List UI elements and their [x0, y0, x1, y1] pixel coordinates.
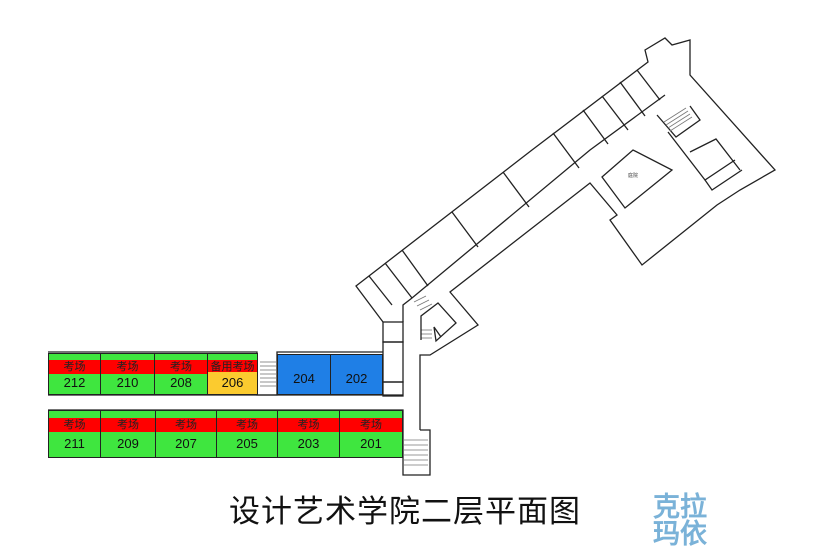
room-number: 209 — [117, 436, 139, 451]
room-number: 208 — [170, 375, 192, 390]
room-number: 205 — [236, 436, 258, 451]
room-202: 202 — [330, 354, 383, 395]
room-207: 考场 207 — [155, 410, 217, 458]
room-label: 考场 — [49, 360, 100, 374]
room-number: 206 — [208, 372, 257, 394]
room-label: 考场 — [49, 418, 100, 432]
room-number: 210 — [116, 375, 139, 390]
room-number: 211 — [64, 436, 85, 451]
room-label: 考场 — [155, 360, 207, 374]
room-204: 204 — [277, 354, 331, 395]
room-211: 考场 211 — [48, 410, 101, 458]
room-label: 考场 — [101, 360, 154, 374]
room-label: 考场 — [156, 418, 216, 432]
plan-title: 设计艺术学院二层平面图 — [229, 494, 581, 530]
room-label: 考场 — [340, 418, 402, 432]
courtyard-label: 庭院 — [628, 173, 639, 179]
room-label: 备用考场 — [208, 360, 257, 374]
room-205: 考场 205 — [216, 410, 278, 458]
room-number: 201 — [360, 436, 382, 451]
room-number: 202 — [345, 371, 368, 386]
room-number: 203 — [297, 436, 320, 451]
watermark-logo: 克拉玛依 — [653, 492, 707, 550]
room-label: 考场 — [101, 418, 155, 432]
room-label: 考场 — [217, 418, 277, 432]
room-label: 考场 — [278, 418, 339, 432]
room-209: 考场 209 — [100, 410, 156, 458]
room-number: 204 — [293, 371, 315, 386]
room-number: 212 — [63, 375, 86, 390]
room-number: 207 — [175, 436, 197, 451]
room-201: 考场 201 — [339, 410, 403, 458]
room-203: 考场 203 — [277, 410, 340, 458]
